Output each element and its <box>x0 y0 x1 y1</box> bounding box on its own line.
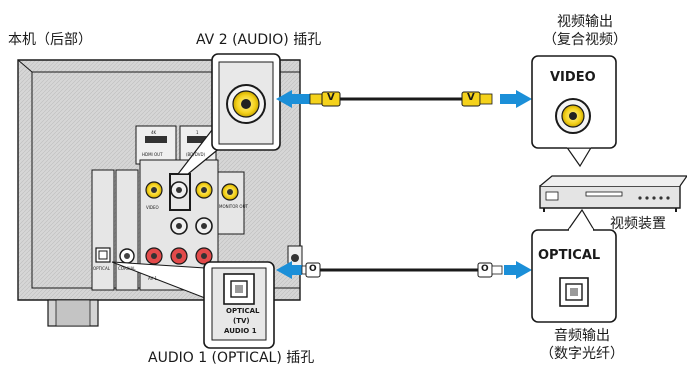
video-output-sub-label: （复合视频） <box>543 32 627 48</box>
audio1-zoom-callout <box>111 261 275 349</box>
monitor-out-text: MONITOR OUT <box>219 204 248 209</box>
hdmi-out-text: HDMI OUT <box>142 152 163 157</box>
video-jack-text: VIDEO <box>146 205 159 210</box>
optical-cable <box>276 261 532 279</box>
optical-port-label: OPTICAL <box>538 248 601 263</box>
video-device-video-callout <box>531 55 617 168</box>
zoom-optical-label-3: AUDIO 1 <box>224 327 257 335</box>
video-cable <box>276 90 532 108</box>
audio-output-label: 音频输出 <box>554 328 610 344</box>
av2-zoom-callout <box>176 53 281 175</box>
hdmi-4k-text: 4K <box>151 130 157 135</box>
video-plug-left-letter: V <box>327 92 335 103</box>
audio1-jack-label: AUDIO 1 (OPTICAL) 插孔 <box>148 350 315 366</box>
coaxial-small-text: COAXIAL <box>118 266 136 271</box>
zoom-optical-label-2: (TV) <box>233 317 250 325</box>
video-plug-right-letter: V <box>467 92 475 103</box>
av1-small-text: AV 1 <box>148 276 158 281</box>
av2-jack-label: AV 2 (AUDIO) 插孔 <box>196 32 322 48</box>
video-output-label: 视频输出 <box>557 14 613 30</box>
video-device <box>539 175 687 212</box>
hdmi-bd-dvd-text: (BD/DVD) <box>186 152 206 157</box>
rear-of-unit-label: 本机（后部） <box>8 32 92 48</box>
zoom-optical-label-1: OPTICAL <box>226 307 260 315</box>
optical-plug-left-letter: O <box>309 264 317 274</box>
video-port-label: VIDEO <box>550 70 596 85</box>
optical-plug-right-letter: O <box>481 264 489 274</box>
optical-small-text: OPTICAL <box>93 266 110 271</box>
hdmi-1-text: 1 <box>196 130 199 135</box>
video-device-label: 视频装置 <box>610 216 666 232</box>
video-device-optical-callout <box>531 208 617 323</box>
audio-output-sub-label: （数字光纤） <box>540 346 624 362</box>
